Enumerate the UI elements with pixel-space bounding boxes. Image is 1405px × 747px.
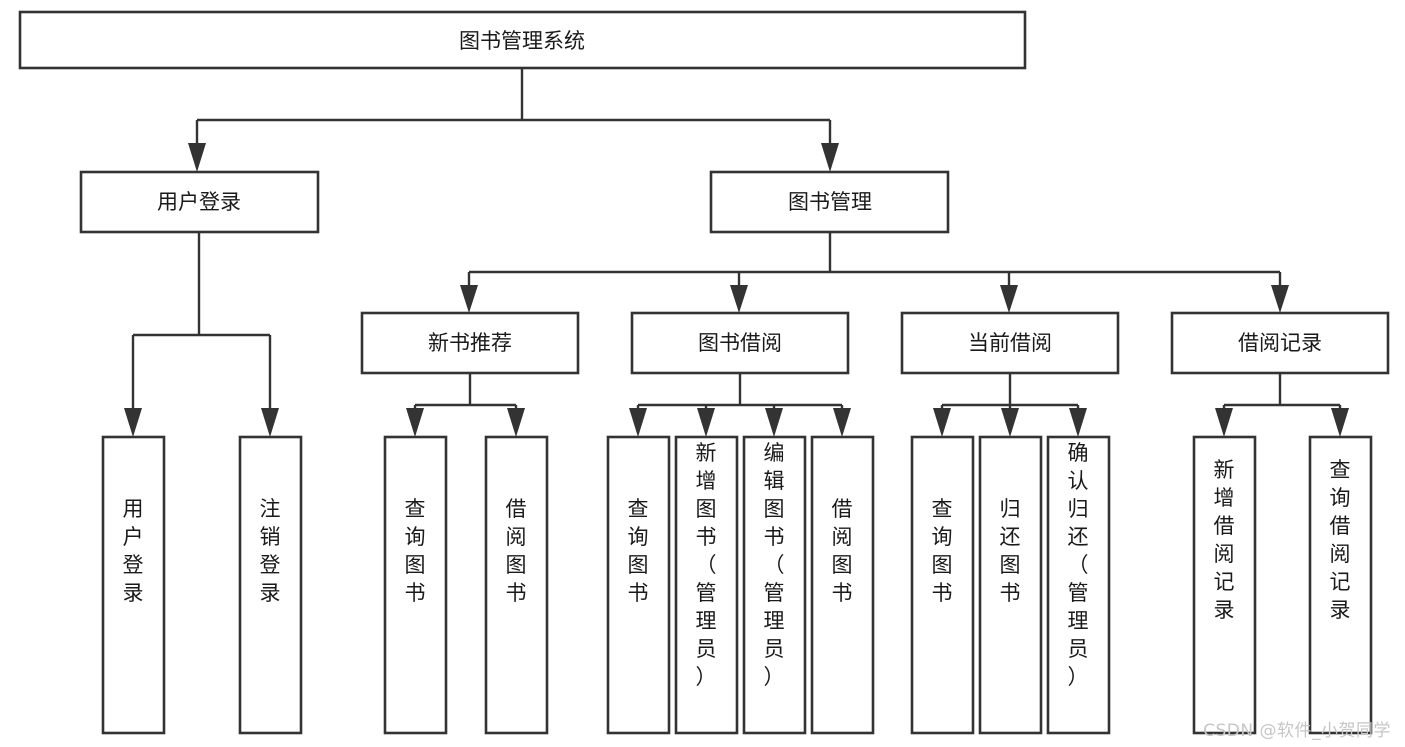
node-borrow-record[interactable]: 借阅记录 <box>1170 311 1390 375</box>
leaf-current-borrow-2-label: 归还图书 <box>1000 497 1021 605</box>
leaf-user-login-1-box[interactable] <box>101 435 166 735</box>
node-book-borrow[interactable]: 图书借阅 <box>630 311 850 375</box>
node-borrow-record-label: 借阅记录 <box>1238 331 1322 355</box>
leaf-current-borrow-3-label: 确认归还（管理员） <box>1068 441 1089 689</box>
arrow-record-leaf-2 <box>1331 408 1349 437</box>
leaf-book-borrow-2[interactable]: 新增图书（管理员） <box>674 435 739 735</box>
leaf-current-borrow-2-box[interactable] <box>978 435 1043 735</box>
arrow-current-leaf-2 <box>1001 408 1019 437</box>
leaf-new-book-1-box[interactable] <box>383 435 448 735</box>
arrow-newbook-leaf-1 <box>406 408 424 437</box>
node-current-borrow[interactable]: 当前借阅 <box>900 311 1120 375</box>
arrow-borrow-leaf-1 <box>629 408 647 437</box>
arrow-to-book-borrow <box>730 285 748 313</box>
node-book-manage-label: 图书管理 <box>788 190 872 214</box>
leaf-current-borrow-1[interactable]: 查询图书 <box>910 435 975 735</box>
leaf-new-book-1[interactable]: 查询图书 <box>383 435 448 735</box>
leaf-new-book-2[interactable]: 借阅图书 <box>484 435 549 735</box>
leaf-user-login-2-box[interactable] <box>238 435 303 735</box>
leaf-book-borrow-3-label: 编辑图书（管理员） <box>764 441 785 689</box>
connector-group <box>124 68 1349 437</box>
leaf-new-book-2-box[interactable] <box>484 435 549 735</box>
leaf-user-login-1[interactable]: 用户登录 <box>101 435 166 735</box>
node-current-borrow-label: 当前借阅 <box>968 331 1052 355</box>
leaf-current-borrow-3-box[interactable] <box>1046 435 1111 735</box>
arrow-current-leaf-3 <box>1069 408 1087 437</box>
arrow-current-leaf-1 <box>933 408 951 437</box>
arrow-borrow-leaf-4 <box>833 408 851 437</box>
leaf-current-borrow-3[interactable]: 确认归还（管理员） <box>1046 435 1111 735</box>
node-current-borrow-box[interactable] <box>900 311 1120 375</box>
arrow-to-book-manage <box>821 143 839 172</box>
node-book-manage[interactable]: 图书管理 <box>709 170 950 234</box>
node-borrow-record-box[interactable] <box>1170 311 1390 375</box>
leaf-borrow-record-2-box[interactable] <box>1308 435 1373 735</box>
leaf-user-login-2-label: 注销登录 <box>260 497 281 605</box>
node-new-book-recommend-label: 新书推荐 <box>428 331 512 355</box>
arrow-to-new-book <box>460 285 478 313</box>
leaf-borrow-record-1-box[interactable] <box>1192 435 1257 735</box>
leaf-current-borrow-1-label: 查询图书 <box>932 497 953 605</box>
node-root-label: 图书管理系统 <box>459 29 585 53</box>
leaf-new-book-1-label: 查询图书 <box>405 497 426 605</box>
leaf-user-login-2[interactable]: 注销登录 <box>238 435 303 735</box>
arrow-to-borrow-record <box>1271 285 1289 313</box>
leaf-current-borrow-2[interactable]: 归还图书 <box>978 435 1043 735</box>
node-book-manage-box[interactable] <box>709 170 950 234</box>
node-root-box[interactable] <box>18 10 1027 70</box>
leaf-new-book-2-label: 借阅图书 <box>506 497 527 605</box>
arrow-borrow-leaf-2 <box>697 408 715 437</box>
csdn-watermark: CSDN @软件_小贺同学 <box>1203 721 1391 741</box>
node-user-login[interactable]: 用户登录 <box>79 170 320 234</box>
leaf-book-borrow-1-label: 查询图书 <box>628 497 649 605</box>
node-root[interactable]: 图书管理系统 <box>18 10 1027 70</box>
leaf-book-borrow-1-box[interactable] <box>606 435 671 735</box>
leaf-book-borrow-1[interactable]: 查询图书 <box>606 435 671 735</box>
leaf-current-borrow-1-box[interactable] <box>910 435 975 735</box>
leaf-borrow-record-1[interactable]: 新增借阅记录 <box>1192 435 1257 735</box>
leaf-book-borrow-2-label: 新增图书（管理员） <box>696 441 717 689</box>
leaf-borrow-record-2-label: 查询借阅记录 <box>1330 458 1351 622</box>
leaf-book-borrow-4-label: 借阅图书 <box>832 497 853 605</box>
arrow-user-leaf-1 <box>124 408 142 437</box>
leaf-book-borrow-4-box[interactable] <box>810 435 875 735</box>
leaf-user-login-1-label: 用户登录 <box>123 497 144 605</box>
leaf-book-borrow-2-box[interactable] <box>674 435 739 735</box>
arrow-newbook-leaf-2 <box>507 408 525 437</box>
arrow-to-current-borrow <box>1000 285 1018 313</box>
node-user-login-label: 用户登录 <box>157 190 241 214</box>
leaf-borrow-record-1-label: 新增借阅记录 <box>1214 458 1235 622</box>
arrow-record-leaf-1 <box>1215 408 1233 437</box>
leaf-book-borrow-3-box[interactable] <box>742 435 807 735</box>
node-new-book-recommend[interactable]: 新书推荐 <box>360 311 580 375</box>
arrow-borrow-leaf-3 <box>765 408 783 437</box>
arrow-user-leaf-2 <box>261 408 279 437</box>
node-book-borrow-label: 图书借阅 <box>698 331 782 355</box>
leaf-borrow-record-2[interactable]: 查询借阅记录 <box>1308 435 1373 735</box>
leaf-book-borrow-3[interactable]: 编辑图书（管理员） <box>742 435 807 735</box>
arrow-to-user-login <box>188 143 206 172</box>
node-user-login-box[interactable] <box>79 170 320 234</box>
leaf-book-borrow-4[interactable]: 借阅图书 <box>810 435 875 735</box>
node-book-borrow-box[interactable] <box>630 311 850 375</box>
node-new-book-recommend-box[interactable] <box>360 311 580 375</box>
